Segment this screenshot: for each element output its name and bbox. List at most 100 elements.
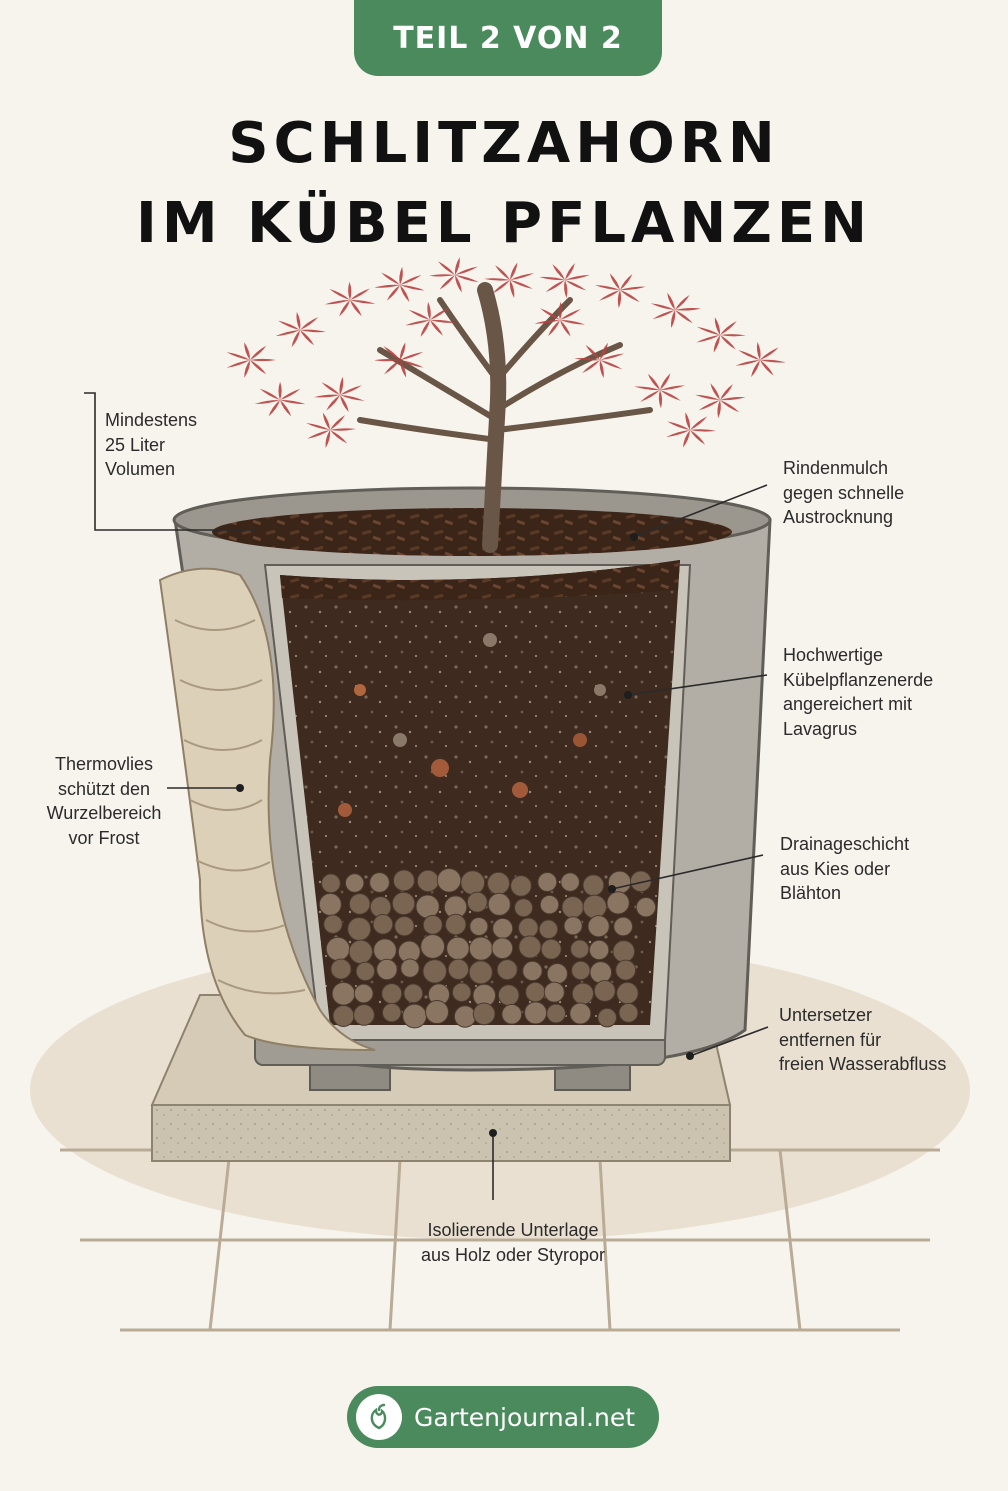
pebble — [381, 1002, 402, 1023]
pebble — [539, 894, 560, 915]
pebble — [543, 981, 565, 1003]
pebble — [537, 872, 558, 892]
pebble — [331, 981, 356, 1006]
pebble — [486, 871, 511, 895]
pebble — [402, 1003, 427, 1029]
pebble — [330, 958, 352, 980]
pebble — [501, 1003, 523, 1025]
pebble — [353, 983, 374, 1004]
leaf-cluster — [696, 317, 746, 353]
leaf-cluster — [594, 273, 646, 309]
pebble — [447, 958, 470, 981]
brand-name: Gartenjournal.net — [414, 1402, 636, 1432]
drainage-layer — [318, 867, 657, 1029]
leaf-cluster — [374, 266, 425, 302]
pebble — [376, 958, 398, 981]
pebble — [348, 893, 371, 915]
leaf-cluster — [574, 342, 625, 379]
pebble — [517, 917, 539, 939]
pebble — [466, 891, 488, 913]
label-drainage: Drainageschicht aus Kies oder Blähton — [780, 834, 910, 903]
pebble — [469, 916, 489, 937]
pebble — [420, 934, 446, 959]
brand-pill[interactable]: Gartenjournal.net — [347, 1386, 659, 1448]
page-title-line-1: SCHLITZAHORN — [228, 111, 780, 176]
label-volume: Mindestens 25 Liter Volumen — [105, 410, 198, 479]
pebble — [492, 917, 514, 939]
leaf-cluster — [374, 342, 424, 378]
pebble — [525, 981, 546, 1003]
pebble — [491, 937, 514, 960]
leader-saucer — [689, 1026, 769, 1057]
leaf-cluster — [305, 412, 356, 448]
pebble — [593, 979, 616, 1002]
pebble — [522, 960, 543, 982]
pebble — [325, 936, 351, 962]
leaf-cluster — [534, 301, 586, 337]
leaf-cluster — [226, 342, 276, 378]
pebble — [629, 870, 652, 893]
pebble — [563, 916, 583, 936]
pebble — [487, 892, 511, 916]
pebble — [616, 981, 639, 1005]
pebble — [355, 961, 376, 982]
pebble — [524, 1001, 548, 1025]
pebble — [510, 875, 532, 897]
pebble — [472, 1002, 496, 1026]
part-badge: TEIL 2 VON 2 — [354, 0, 662, 76]
leaf-cluster — [539, 263, 590, 299]
pebble — [372, 913, 394, 935]
leaf-cluster — [324, 281, 376, 317]
label-mulch: Rindenmulch gegen schnelle Austrocknung — [783, 458, 905, 527]
leaf-cluster — [695, 383, 746, 419]
pebble — [635, 897, 657, 918]
pebble — [468, 936, 494, 961]
pebble — [587, 915, 610, 938]
pebble — [497, 984, 520, 1007]
pebble — [571, 960, 591, 981]
leaf-cluster — [634, 373, 686, 409]
pebble — [323, 914, 343, 934]
maple-tree — [226, 257, 786, 553]
leader-soil — [627, 674, 768, 696]
pebble — [353, 1004, 375, 1026]
thermo-fleece — [158, 567, 376, 1051]
pebble — [570, 939, 590, 959]
pebble — [518, 935, 542, 959]
pebble — [381, 983, 403, 1005]
pebble — [546, 963, 568, 985]
pebble — [348, 939, 373, 964]
leaf-cluster — [405, 301, 456, 337]
pebble — [460, 870, 486, 896]
leader-mulch — [633, 484, 768, 538]
pebble — [369, 872, 390, 893]
pebble — [582, 894, 607, 919]
pebble — [540, 938, 562, 960]
leaf-cluster — [314, 376, 365, 413]
pebble — [468, 960, 493, 985]
label-fleece: Thermovlies schützt den Wurzelbereich vo… — [46, 754, 162, 848]
page-title-line-2: IM KÜBEL PFLANZEN — [136, 191, 872, 256]
pebble — [424, 999, 450, 1025]
pebble — [588, 939, 610, 961]
pebble — [546, 1003, 566, 1024]
pebble — [582, 874, 605, 897]
pebble — [422, 914, 443, 935]
pebble — [392, 869, 415, 892]
pebble — [373, 938, 397, 963]
pebble — [561, 895, 585, 919]
lava-grit — [338, 633, 606, 817]
pebble — [400, 958, 420, 978]
pebble — [569, 1002, 592, 1025]
pebble — [571, 982, 595, 1005]
pebble — [453, 1005, 477, 1028]
pebble — [321, 873, 341, 894]
pebble — [613, 916, 634, 937]
pebble — [496, 959, 518, 981]
pebble — [403, 983, 424, 1004]
pebble — [597, 1007, 617, 1028]
pebble — [394, 915, 415, 937]
pebble — [332, 1004, 355, 1027]
leader-dots — [236, 533, 694, 1137]
